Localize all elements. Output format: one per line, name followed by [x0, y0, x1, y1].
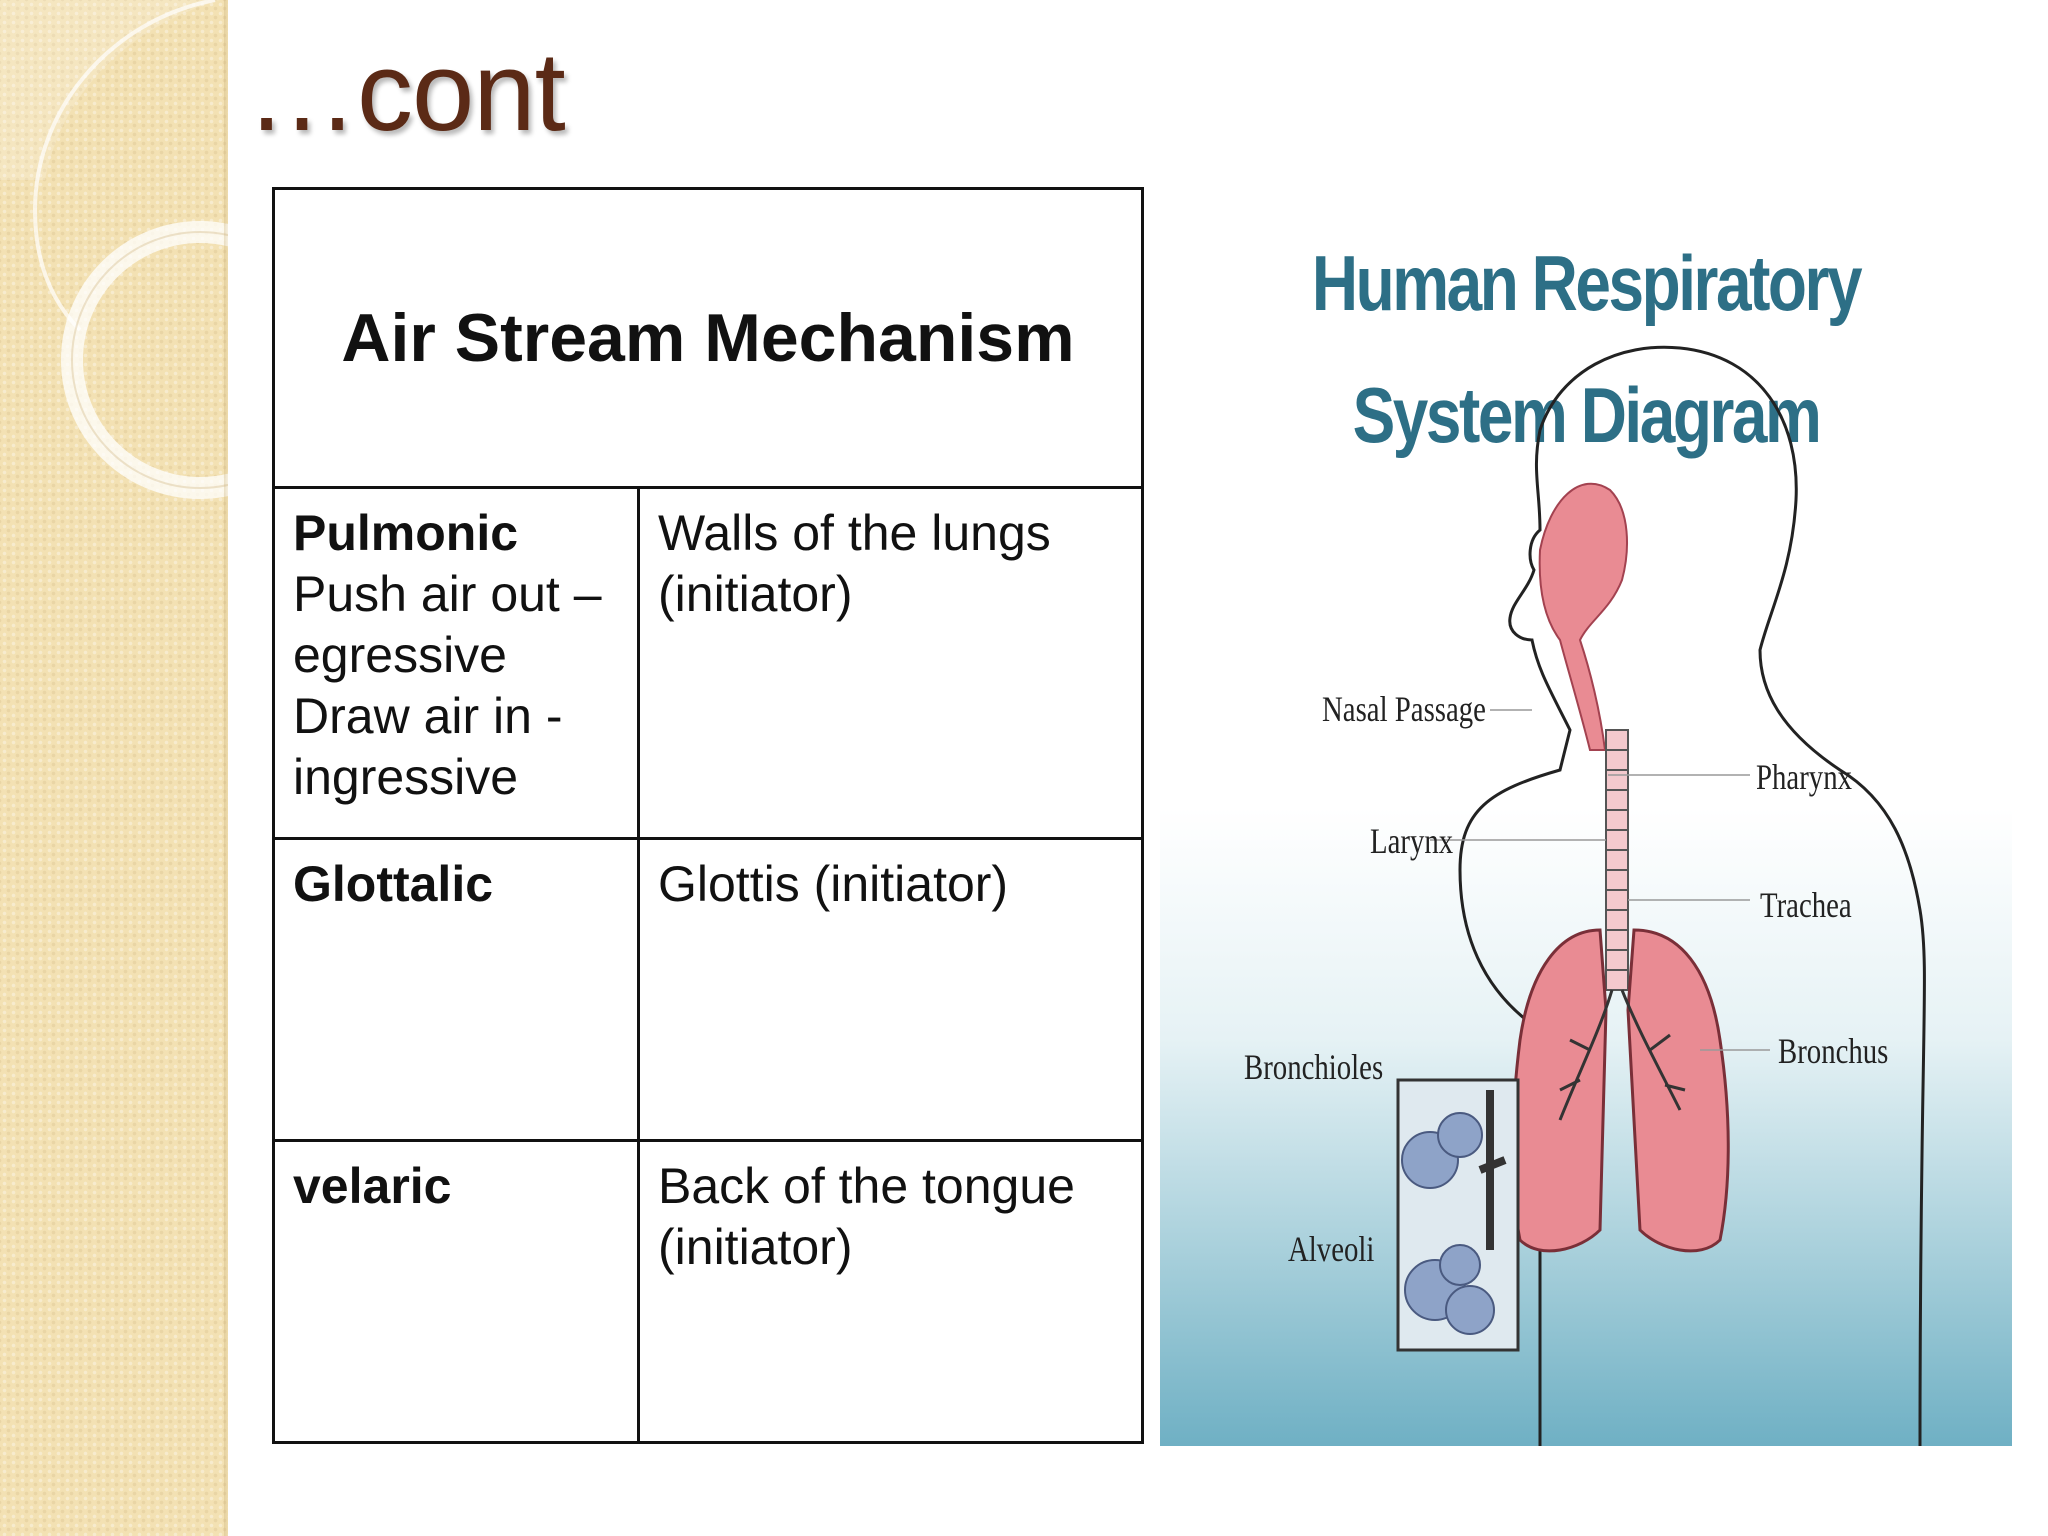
- left-lung-shape: [1511, 928, 1608, 1253]
- initiator-text: Walls of the lungs: [658, 505, 1051, 561]
- mechanism-detail: Draw air in -: [293, 688, 563, 744]
- initiator-text: Glottis (initiator): [658, 856, 1009, 912]
- right-lung-shape: [1626, 928, 1730, 1253]
- slide-title: …cont: [246, 29, 566, 154]
- label-alveoli: Alveoli: [1288, 1229, 1375, 1269]
- label-pharynx: Pharynx: [1756, 757, 1852, 797]
- nasal-passage-shape: [1538, 482, 1628, 751]
- respiratory-diagram: Human Respiratory System Diagram: [1160, 170, 2012, 1446]
- mechanism-detail: egressive: [293, 627, 507, 683]
- diagram-title-line1: Human Respiratory: [1311, 239, 1863, 327]
- mechanism-detail: ingressive: [293, 749, 519, 805]
- initiator-cell: Glottis (initiator): [637, 837, 1144, 1142]
- table-row: Pulmonic Push air out – egressive Draw a…: [272, 486, 1144, 840]
- initiator-text: Back of the tongue: [658, 1158, 1075, 1214]
- mechanism-name: Glottalic: [293, 856, 494, 912]
- label-trachea: Trachea: [1760, 885, 1852, 925]
- label-bronchus: Bronchus: [1778, 1031, 1889, 1071]
- airstream-table: Air Stream Mechanism Pulmonic Push air o…: [272, 187, 1144, 1444]
- diagram-title-line2: System Diagram: [1352, 371, 1822, 459]
- mechanism-cell: velaric: [272, 1139, 640, 1444]
- mechanism-detail: Push air out –: [293, 566, 602, 622]
- label-nasal-passage: Nasal Passage: [1322, 689, 1486, 729]
- trachea-shape: [1605, 729, 1629, 991]
- decorative-sidebar: [0, 0, 228, 1536]
- table-row: Glottalic Glottis (initiator): [272, 837, 1144, 1142]
- initiator-text: (initiator): [658, 1219, 853, 1275]
- label-bronchioles: Bronchioles: [1244, 1047, 1384, 1087]
- mechanism-cell: Pulmonic Push air out – egressive Draw a…: [272, 486, 640, 840]
- mechanism-name: velaric: [293, 1158, 452, 1214]
- body-outline: [1458, 345, 1926, 1446]
- sidebar-edge: [224, 0, 228, 1536]
- initiator-cell: Back of the tongue (initiator): [637, 1139, 1144, 1444]
- mechanism-cell: Glottalic: [272, 837, 640, 1142]
- initiator-cell: Walls of the lungs (initiator): [637, 486, 1144, 840]
- decorative-rings: [0, 0, 228, 499]
- table-header-row: Air Stream Mechanism: [272, 187, 1144, 489]
- label-larynx: Larynx: [1370, 821, 1454, 861]
- table-header: Air Stream Mechanism: [272, 187, 1144, 489]
- mechanism-name: Pulmonic: [293, 505, 519, 561]
- initiator-text: (initiator): [658, 566, 853, 622]
- table-row: velaric Back of the tongue (initiator): [272, 1139, 1144, 1444]
- respiratory-illustration: [1396, 345, 1926, 1446]
